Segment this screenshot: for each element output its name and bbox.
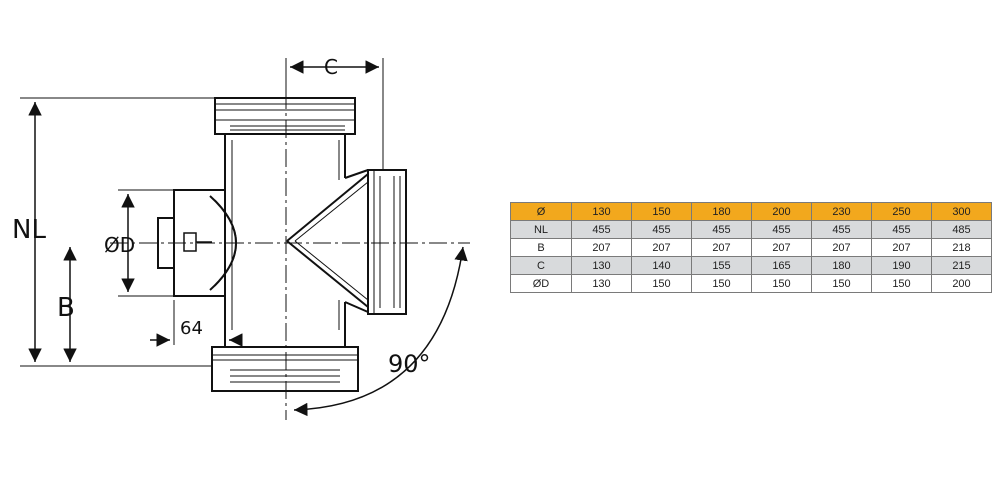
table-cell: 455 xyxy=(871,220,932,239)
top-collar xyxy=(214,97,356,135)
tee-fitting-drawing: NL B ØD C 64 90° xyxy=(12,55,470,420)
table-cell: 140 xyxy=(631,256,692,275)
table-cell: 218 xyxy=(931,238,992,257)
table-cell: 130 xyxy=(571,256,632,275)
table-cell: 207 xyxy=(871,238,932,257)
table-cell: 180 xyxy=(811,256,872,275)
table-row-nl: NL 455 455 455 455 455 455 485 xyxy=(510,220,992,239)
table-cell: 150 xyxy=(751,274,812,293)
table-cell: 155 xyxy=(691,256,752,275)
table-cell: 455 xyxy=(691,220,752,239)
table-row-label: ØD xyxy=(510,274,572,293)
table-cell: 207 xyxy=(691,238,752,257)
od-label: ØD xyxy=(104,233,135,257)
table-row-label: C xyxy=(510,256,572,275)
table-cell: 180 xyxy=(691,202,752,221)
table-cell: 130 xyxy=(571,274,632,293)
table-cell: 250 xyxy=(871,202,932,221)
table-row-label: NL xyxy=(510,220,572,239)
dimension-lines xyxy=(20,58,468,417)
table-cell: 455 xyxy=(571,220,632,239)
table-cell: 150 xyxy=(631,202,692,221)
table-cell: 230 xyxy=(811,202,872,221)
table-header-row: Ø 130 150 180 200 230 250 300 xyxy=(510,202,992,221)
table-row-label: Ø xyxy=(510,202,572,221)
table-row-c: C 130 140 155 165 180 190 215 xyxy=(510,256,992,275)
table-row-od: ØD 130 150 150 150 150 150 200 xyxy=(510,274,992,293)
nl-label: NL xyxy=(12,215,46,245)
table-cell: 455 xyxy=(751,220,812,239)
table-cell: 207 xyxy=(811,238,872,257)
table-cell: 215 xyxy=(931,256,992,275)
table-cell: 485 xyxy=(931,220,992,239)
b-label: B xyxy=(57,293,75,323)
table-cell: 190 xyxy=(871,256,932,275)
table-row-b: B 207 207 207 207 207 207 218 xyxy=(510,238,992,257)
table-cell: 207 xyxy=(631,238,692,257)
table-cell: 207 xyxy=(751,238,812,257)
dim-64-label: 64 xyxy=(180,318,203,339)
center-lines xyxy=(110,62,470,420)
table-cell: 130 xyxy=(571,202,632,221)
table-cell: 455 xyxy=(811,220,872,239)
main-pipe xyxy=(224,134,346,347)
dimension-labels: NL B ØD C 64 90° xyxy=(12,55,431,378)
table-cell: 455 xyxy=(631,220,692,239)
table-cell: 200 xyxy=(751,202,812,221)
table-cell: 150 xyxy=(811,274,872,293)
table-cell: 300 xyxy=(931,202,992,221)
table-cell: 150 xyxy=(691,274,752,293)
c-label: C xyxy=(324,55,338,79)
rotation-arrow xyxy=(293,246,468,417)
table-cell: 200 xyxy=(931,274,992,293)
table-cell: 165 xyxy=(751,256,812,275)
angle-label: 90° xyxy=(388,350,431,378)
table-cell: 207 xyxy=(571,238,632,257)
table-cell: 150 xyxy=(871,274,932,293)
dimension-table: Ø 130 150 180 200 230 250 300 NL 455 455… xyxy=(510,202,992,293)
side-branch xyxy=(286,169,407,315)
table-row-label: B xyxy=(510,238,572,257)
table-cell: 150 xyxy=(631,274,692,293)
bottom-collar xyxy=(211,346,359,392)
